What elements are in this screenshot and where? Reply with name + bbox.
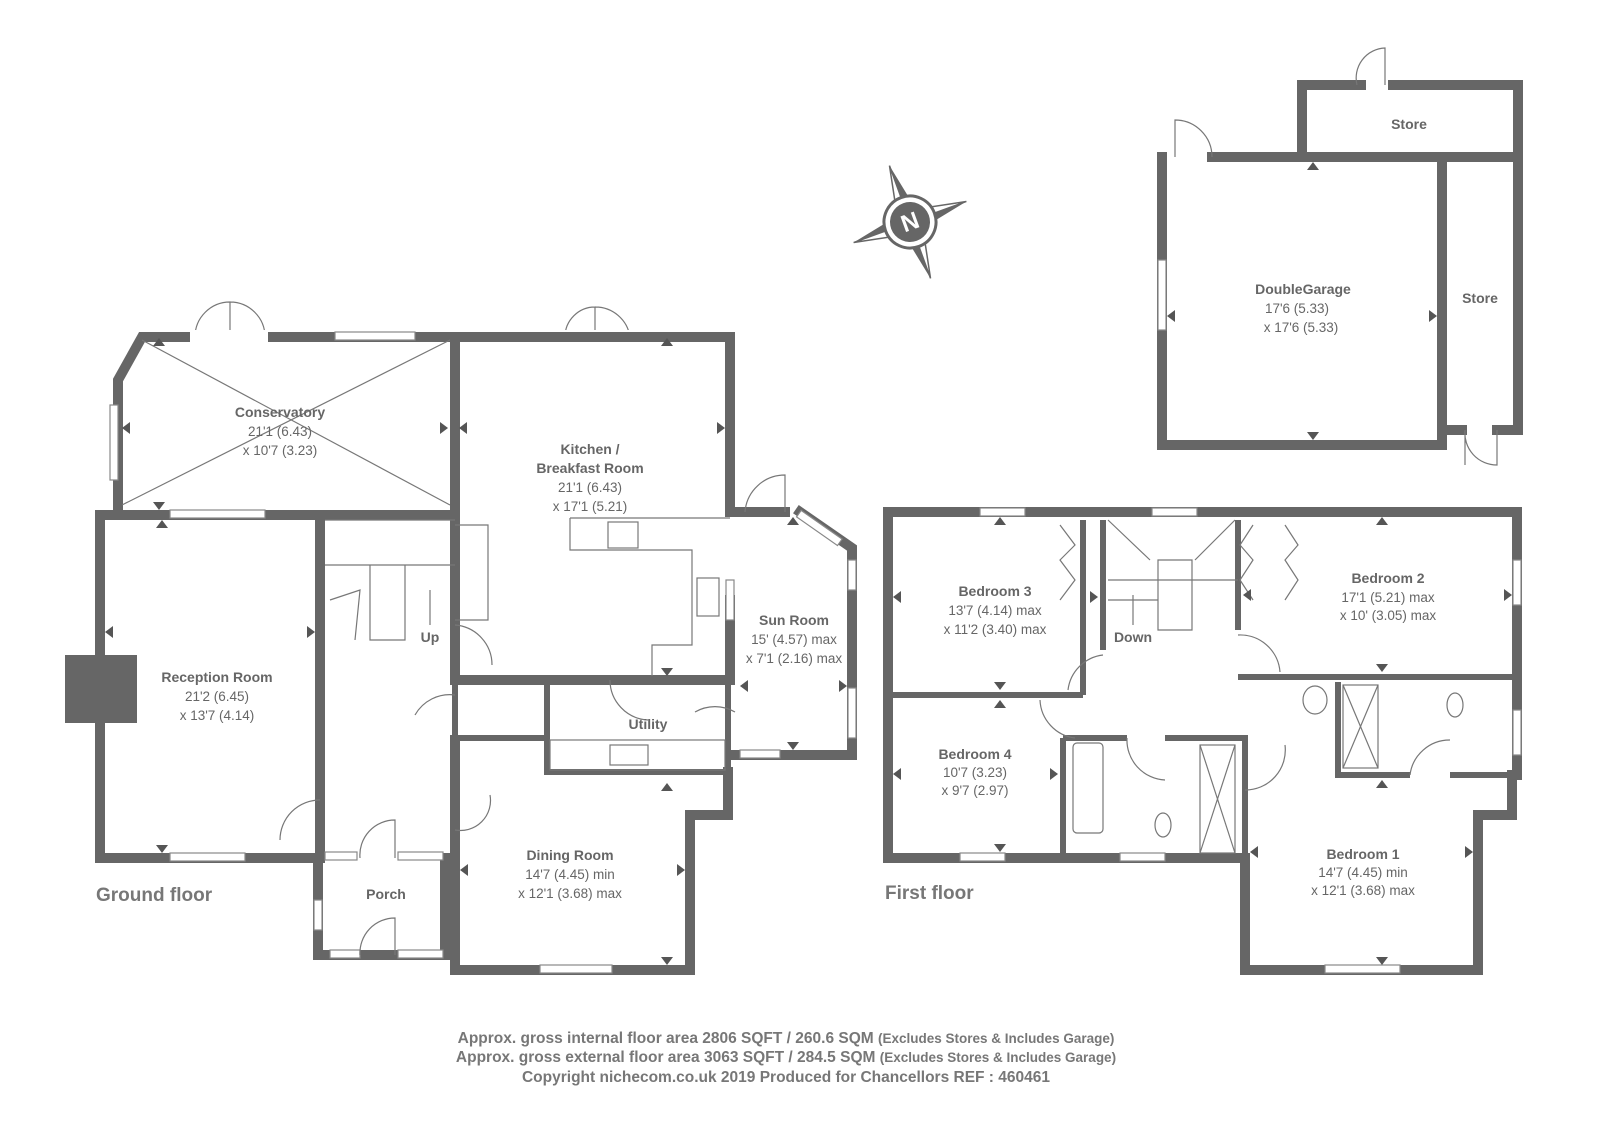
footer: Approx. gross internal floor area 2806 S… (456, 1030, 1116, 1086)
bedroom4-name: Bedroom 4 (938, 746, 1011, 762)
bedroom1-name: Bedroom 1 (1326, 846, 1399, 862)
internal-area-note: (Excludes Stores & Includes Garage) (878, 1031, 1114, 1046)
sunroom-dim1: 15' (4.57) max (751, 632, 837, 647)
dimension-arrows (105, 162, 1512, 965)
internal-area: Approx. gross internal floor area 2806 S… (458, 1030, 874, 1047)
garage-dim1: 17'6 (5.33) (1265, 301, 1329, 316)
store-top-name: Store (1391, 116, 1427, 132)
bedroom3-dim2: x 11'2 (3.40) max (944, 622, 1047, 637)
external-area-note: (Excludes Stores & Includes Garage) (880, 1050, 1116, 1065)
garage-dim2: x 17'6 (5.33) (1264, 320, 1339, 335)
porch-name: Porch (366, 886, 406, 902)
kitchen-dim2: x 17'1 (5.21) (553, 499, 628, 514)
sunroom-dim2: x 7'1 (2.16) max (746, 651, 843, 666)
dining-walls (450, 735, 733, 975)
reception-name: Reception Room (161, 669, 272, 685)
garage-name: DoubleGarage (1255, 281, 1351, 297)
bedroom1-dim2: x 12'1 (3.68) max (1311, 883, 1415, 898)
ground-floor-plan: Up (65, 301, 857, 975)
reception-dim1: 21'2 (6.45) (185, 689, 249, 704)
bedroom1-dim1: 14'7 (4.45) min (1318, 865, 1408, 880)
kitchen-name-1: Kitchen / (560, 441, 619, 457)
bedroom2-name: Bedroom 2 (1351, 570, 1424, 586)
bedroom4-dim1: 10'7 (3.23) (943, 765, 1007, 780)
reception-dim2: x 13'7 (4.14) (180, 708, 255, 723)
dining-dim2: x 12'1 (3.68) max (518, 886, 622, 901)
compass-icon: N (853, 165, 967, 279)
bedroom3-name: Bedroom 3 (958, 583, 1031, 599)
conservatory-name: Conservatory (235, 404, 325, 420)
kitchen-name-2: Breakfast Room (536, 460, 643, 476)
bedroom3-dim1: 13'7 (4.14) max (948, 603, 1042, 618)
garage-plan (1157, 47, 1523, 466)
utility-name: Utility (629, 716, 668, 732)
bedroom4-dim2: x 9'7 (2.97) (941, 783, 1008, 798)
first-floor-plan: Down (883, 507, 1522, 975)
stairs-down-label: Down (1114, 629, 1152, 645)
copyright: Copyright nichecom.co.uk 2019 Produced f… (522, 1069, 1050, 1086)
first-floor-label: First floor (885, 883, 974, 904)
porch-walls (313, 853, 450, 960)
svg-text:Approx. gross external floor a: Approx. gross external floor area 3063 S… (456, 1049, 1116, 1066)
dining-dim1: 14'7 (4.45) min (525, 867, 615, 882)
room-labels: Conservatory 21'1 (6.43) x 10'7 (3.23) K… (161, 116, 1498, 902)
external-area: Approx. gross external floor area 3063 S… (456, 1049, 876, 1066)
stairs-up-label: Up (421, 629, 440, 645)
store-right-name: Store (1462, 290, 1498, 306)
sunroom-name: Sun Room (759, 612, 829, 628)
bedroom2-dim1: 17'1 (5.21) max (1341, 590, 1435, 605)
conservatory-dim2: x 10'7 (3.23) (243, 443, 318, 458)
reception-walls (95, 510, 460, 863)
kitchen-dim1: 21'1 (6.43) (558, 480, 622, 495)
svg-text:Approx. gross internal floor a: Approx. gross internal floor area 2806 S… (458, 1030, 1115, 1047)
kitchen-walls (450, 332, 735, 685)
conservatory-dim1: 21'1 (6.43) (248, 424, 312, 439)
bedroom2-dim2: x 10' (3.05) max (1340, 608, 1437, 623)
ground-floor-label: Ground floor (96, 885, 213, 906)
dining-name: Dining Room (526, 847, 613, 863)
garage-walls (1157, 80, 1523, 450)
